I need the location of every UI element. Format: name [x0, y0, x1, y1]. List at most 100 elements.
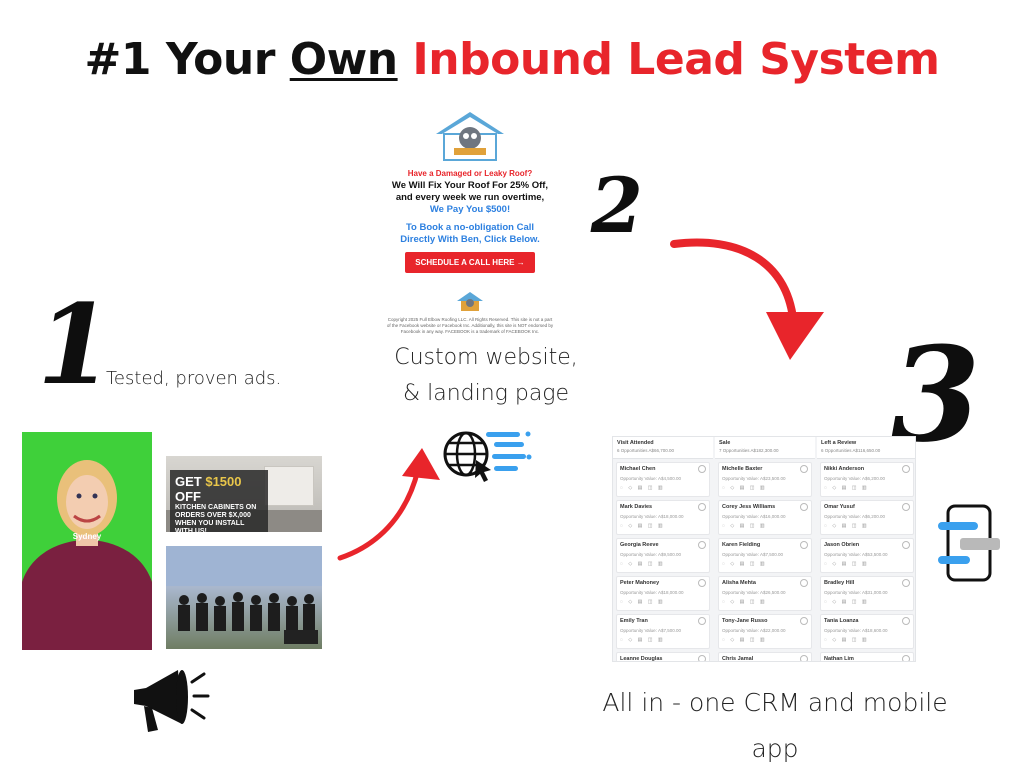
- crm-card-actions-icon: ◌ ◇ ▤ ◫ ▥: [620, 485, 665, 491]
- kitchen-headline-amount: $1500: [205, 474, 242, 489]
- crm-card-value: Opportunity Value: A$26,500.00: [722, 590, 786, 595]
- crm-column-title: Visit Attended: [617, 440, 654, 446]
- kitchen-ad-text: GET $1500 OFF KITCHEN CABINETS ON ORDERS…: [170, 470, 268, 532]
- crm-card-name: Jason Obrien: [824, 542, 860, 548]
- crm-card-value: Opportunity Value: A$7,500.00: [722, 552, 783, 557]
- crm-card-name: Michelle Baxter: [722, 466, 763, 472]
- landing-line-1: Have a Damaged or Leaky Roof?: [407, 169, 533, 178]
- step-3-caption-line-2: app: [751, 734, 799, 763]
- crm-column: Left a Review 6 Opportunities A$116,650.…: [817, 437, 915, 661]
- step-2-caption: Custom website, & landing page: [366, 340, 606, 412]
- avatar-icon: [902, 541, 910, 549]
- crm-card-value: Opportunity Value: A$18,000.00: [620, 514, 684, 519]
- avatar-icon: [698, 617, 706, 625]
- step-3-caption-line-1: All in - one CRM and mobile: [602, 688, 948, 717]
- crm-card-actions-icon: ◌ ◇ ▤ ◫ ▥: [722, 599, 767, 605]
- avatar-icon: [902, 579, 910, 587]
- crm-column-meta: 6 Opportunities A$66,700.00: [617, 448, 675, 453]
- phone-chat-icon: [934, 500, 1004, 589]
- crm-column: Sale 7 Opportunities A$182,300.00 Michel…: [715, 437, 815, 661]
- title-part-own: Own: [289, 34, 398, 85]
- crm-card-actions-icon: ◌ ◇ ▤ ◫ ▥: [824, 485, 869, 491]
- crm-card-actions-icon: ◌ ◇ ▤ ◫ ▥: [620, 637, 665, 643]
- landing-line-2: We Will Fix Your Roof For 25% Off,: [391, 180, 549, 191]
- crm-card-actions-icon: ◌ ◇ ▤ ◫ ▥: [824, 561, 869, 567]
- step-2-number: 2: [582, 161, 651, 250]
- team-ad-image: [166, 546, 322, 649]
- avatar-icon: [902, 655, 910, 661]
- landing-line-4: We Pay You $500!: [429, 204, 511, 215]
- crm-column: Visit Attended 6 Opportunities A$66,700.…: [613, 437, 713, 661]
- presenter-ad-image: Sydney: [22, 432, 152, 650]
- avatar-icon: [698, 465, 706, 473]
- crm-card[interactable]: Nathan Lim: [820, 652, 914, 661]
- crm-column-header: Visit Attended 6 Opportunities A$66,700.…: [613, 437, 713, 459]
- avatar-icon: [800, 617, 808, 625]
- crm-card-value: Opportunity Value: A$16,000.00: [722, 514, 786, 519]
- avatar-icon: [902, 617, 910, 625]
- crm-card-name: Karen Fielding: [722, 542, 761, 548]
- crm-pipeline-board: Visit Attended 6 Opportunities A$66,700.…: [612, 436, 916, 662]
- crm-card-value: Opportunity Value: A$6,200.00: [824, 514, 885, 519]
- schedule-call-button[interactable]: SCHEDULE A CALL HERE →: [405, 252, 535, 273]
- crm-card[interactable]: Chris Jamal: [718, 652, 812, 661]
- crm-card-value: Opportunity Value: A$4,500.00: [620, 476, 681, 481]
- red-arrow-icon: [668, 232, 828, 367]
- crm-card-value: Opportunity Value: A$23,500.00: [722, 476, 786, 481]
- avatar-icon: [698, 579, 706, 587]
- landing-page-preview: Have a Damaged or Leaky Roof? We Will Fi…: [380, 100, 560, 340]
- red-arrow-small-icon: [336, 446, 446, 567]
- crm-card-name: Nikki Anderson: [824, 466, 865, 472]
- megaphone-icon: [126, 664, 210, 743]
- step-3-caption: All in - one CRM and mobile app: [570, 680, 980, 768]
- crm-card-name: Tania Loanza: [824, 618, 859, 624]
- crm-card-name: Michael Chen: [620, 466, 656, 472]
- avatar-icon: [698, 541, 706, 549]
- crm-column-title: Left a Review: [821, 440, 857, 446]
- avatar-icon: [800, 465, 808, 473]
- crm-card-actions-icon: ◌ ◇ ▤ ◫ ▥: [722, 637, 767, 643]
- kitchen-ad-image: GET $1500 OFF KITCHEN CABINETS ON ORDERS…: [166, 456, 322, 532]
- crm-card-name: Peter Mahoney: [620, 580, 660, 586]
- page-title: #1 Your Own Inbound Lead System: [0, 34, 1024, 85]
- crm-column-meta: 7 Opportunities A$182,300.00: [719, 448, 779, 453]
- step-1-caption: Tested, proven ads.: [106, 368, 282, 389]
- step-2-caption-line-1: Custom website,: [394, 345, 578, 370]
- avatar-icon: [800, 541, 808, 549]
- crm-card-value: Opportunity Value: A$22,000.00: [722, 628, 786, 633]
- avatar-icon: [902, 465, 910, 473]
- kitchen-headline-post: OFF: [175, 489, 201, 504]
- crm-card-actions-icon: ◌ ◇ ▤ ◫ ▥: [620, 599, 665, 605]
- avatar-icon: [800, 503, 808, 511]
- crm-card-value: Opportunity Value: A$53,500.00: [824, 552, 888, 557]
- landing-footer: Copyright 2025 Full Elbow Roofing LLC. A…: [386, 317, 554, 334]
- presenter-name: Sydney: [72, 532, 102, 541]
- crm-card-name: Omar Yusuf: [824, 504, 855, 510]
- crm-card[interactable]: Leanne Douglas: [616, 652, 710, 661]
- crm-card-name: Bradley Hill: [824, 580, 855, 586]
- crm-column-meta: 6 Opportunities A$116,650.00: [821, 448, 881, 453]
- small-logo-icon: [455, 291, 485, 313]
- step-2-caption-line-2: & landing page: [402, 381, 570, 406]
- crm-card-actions-icon: ◌ ◇ ▤ ◫ ▥: [722, 485, 767, 491]
- crm-column-title: Sale: [719, 440, 731, 446]
- crm-card-name: Georgia Reeve: [620, 542, 659, 548]
- crm-card-name: Emily Tran: [620, 618, 648, 624]
- crm-card-actions-icon: ◌ ◇ ▤ ◫ ▥: [722, 523, 767, 529]
- crm-card-actions-icon: ◌ ◇ ▤ ◫ ▥: [824, 599, 869, 605]
